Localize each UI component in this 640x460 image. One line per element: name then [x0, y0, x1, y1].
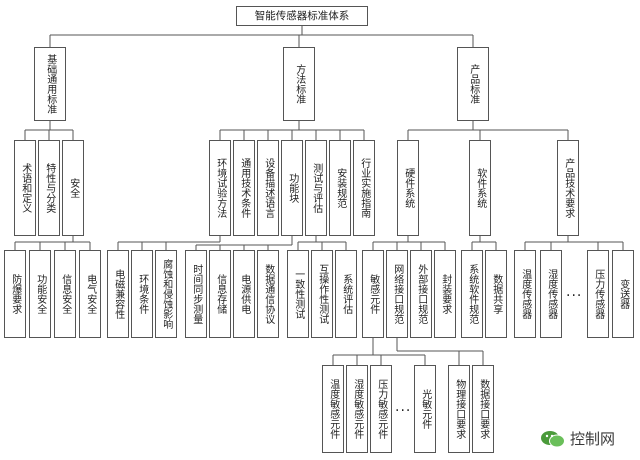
node-software: 软件系统 [469, 140, 491, 236]
node-interop-test: 互操作性测试 [311, 250, 333, 338]
node-safety: 安全 [62, 140, 84, 236]
wechat-icon [541, 430, 565, 447]
node-temp-element: 温度敏感元件 [322, 365, 344, 453]
node-general-tech: 通用技术条件 [233, 140, 255, 236]
node-info-storage: 信息存储 [209, 250, 231, 338]
node-industry-guide: 行业实施指南 [353, 140, 375, 236]
node-characteristics: 特性与分类 [38, 140, 60, 236]
node-test-eval: 测试与评估 [305, 140, 327, 236]
node-humidity-element: 湿度敏感元件 [346, 365, 368, 453]
node-device-desc: 设备描述语言 [257, 140, 279, 236]
node-light-element: 光敏元件 [414, 365, 436, 453]
watermark-text: 控制网 [570, 430, 616, 448]
node-electrical-safety: 电气安全 [79, 250, 101, 338]
node-consistency-test: 一致性测试 [287, 250, 309, 338]
node-pressure-element: 压力敏感元件 [370, 365, 392, 453]
node-humidity-sensor: 湿度传感器 [540, 250, 562, 338]
root-box: 智能传感器标准体系 [236, 6, 368, 26]
node-emc: 电磁兼容性 [107, 250, 129, 338]
node-function-block: 功能块 [281, 140, 303, 236]
node-system-software: 系统软件规范 [461, 250, 483, 338]
node-corrosion: 腐蚀和侵蚀影响 [155, 250, 177, 338]
node-data-protocol: 数据通信协议 [257, 250, 279, 338]
node-env-test: 环境试验方法 [209, 140, 231, 236]
node-product-req: 产品技术要求 [557, 140, 579, 236]
node-data-iface: 数据接口要求 [472, 365, 494, 453]
node-time-sync: 时间同步测量 [185, 250, 207, 338]
node-temp-sensor: 温度传感器 [514, 250, 536, 338]
node-transmitter: 变送器 [612, 250, 634, 338]
node-system-eval: 系统评估 [335, 250, 357, 338]
node-explosion-proof: 防爆要求 [4, 250, 26, 338]
category-method: 方法标准 [283, 47, 315, 121]
node-external-iface: 外部接口规范 [410, 250, 432, 338]
category-basic: 基础通用标准 [34, 47, 66, 121]
node-functional-safety: 功能安全 [29, 250, 51, 338]
node-network-iface: 网络接口规范 [386, 250, 408, 338]
node-sensing-element: 敏感元件 [362, 250, 384, 338]
node-env-conditions: 环境条件 [131, 250, 153, 338]
category-product: 产品标准 [457, 47, 489, 121]
node-power-supply: 电源供电 [233, 250, 255, 338]
node-terms: 术语和定义 [14, 140, 36, 236]
node-packaging: 封装要求 [434, 250, 456, 338]
watermark: 控制网 [540, 428, 615, 449]
node-data-sharing: 数据共享 [485, 250, 507, 338]
node-install: 安装规范 [329, 140, 351, 236]
node-pressure-sensor: 压力传感器 [587, 250, 609, 338]
node-hardware: 硬件系统 [397, 140, 419, 236]
node-physical-iface: 物理接口要求 [448, 365, 470, 453]
node-info-security: 信息安全 [54, 250, 76, 338]
ellipsis-product: ... [566, 284, 583, 300]
ellipsis-elements: ... [395, 399, 412, 415]
